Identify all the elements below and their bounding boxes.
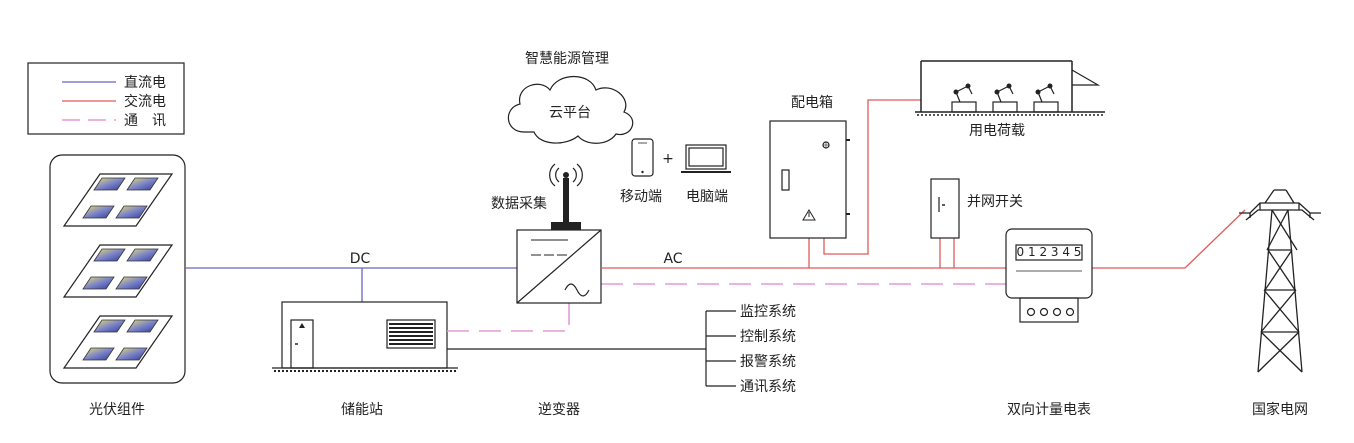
dist-box-label: 配电箱	[791, 95, 833, 111]
inverter	[516, 229, 602, 304]
machine-icon	[951, 83, 977, 113]
storage-label: 储能站	[341, 402, 383, 418]
system-comm-label: 通讯系统	[740, 379, 796, 395]
load-label: 用电荷载	[969, 123, 1025, 139]
pv-panel	[62, 173, 174, 227]
distribution-box	[769, 120, 850, 239]
dc-line-label: DC	[350, 251, 371, 267]
legend-dc-label: 直流电	[124, 74, 166, 91]
system-monitor-label: 监控系统	[740, 304, 796, 320]
meter-label: 双向计量电表	[1007, 402, 1091, 418]
machine-icon	[992, 83, 1018, 113]
inverter-label: 逆变器	[538, 402, 580, 418]
cloud-icon	[507, 76, 634, 144]
antenna-icon	[549, 163, 583, 230]
warning-icon	[802, 209, 816, 221]
pv-panel	[62, 244, 174, 298]
comm-wiring	[447, 283, 1006, 332]
legend-comm-label: 通 讯	[124, 113, 166, 129]
system-control-label: 控制系统	[740, 329, 796, 345]
ac-wiring	[601, 99, 1246, 269]
storage-door	[290, 319, 314, 369]
pv-panel	[62, 315, 174, 369]
storage-station	[272, 301, 458, 372]
plus-sign: +	[662, 151, 674, 167]
grid-switch-label: 并网开关	[967, 194, 1023, 210]
bidirectional-meter: 0 1 2 3 4 5	[1005, 228, 1093, 323]
load-building	[915, 60, 1105, 116]
pc-label: 电脑端	[686, 189, 728, 205]
grid-switch	[930, 178, 960, 239]
power-tower-icon	[1239, 189, 1321, 373]
dc-wiring	[185, 267, 517, 302]
laptop-icon	[681, 144, 731, 173]
cloud-label: 云平台	[549, 105, 591, 121]
machine-icon	[1033, 83, 1059, 113]
meter-digits: 0 1 2 3 4 5	[1017, 245, 1082, 259]
pv-label: 光伏组件	[89, 402, 145, 418]
ac-line-label: AC	[663, 251, 682, 267]
pv-array	[49, 154, 186, 384]
grid-label: 国家电网	[1252, 401, 1308, 418]
data-collect-label: 数据采集	[491, 195, 547, 212]
mobile-icon	[631, 138, 654, 177]
legend-ac-label: 交流电	[124, 93, 166, 110]
system-alarm-label: 报警系统	[740, 354, 796, 370]
storage-vent	[386, 319, 436, 349]
cloud-title: 智慧能源管理	[525, 51, 609, 67]
mobile-label: 移动端	[620, 189, 662, 205]
legend: 直流电 交流电 通 讯	[27, 62, 185, 135]
system-bus	[447, 310, 736, 387]
